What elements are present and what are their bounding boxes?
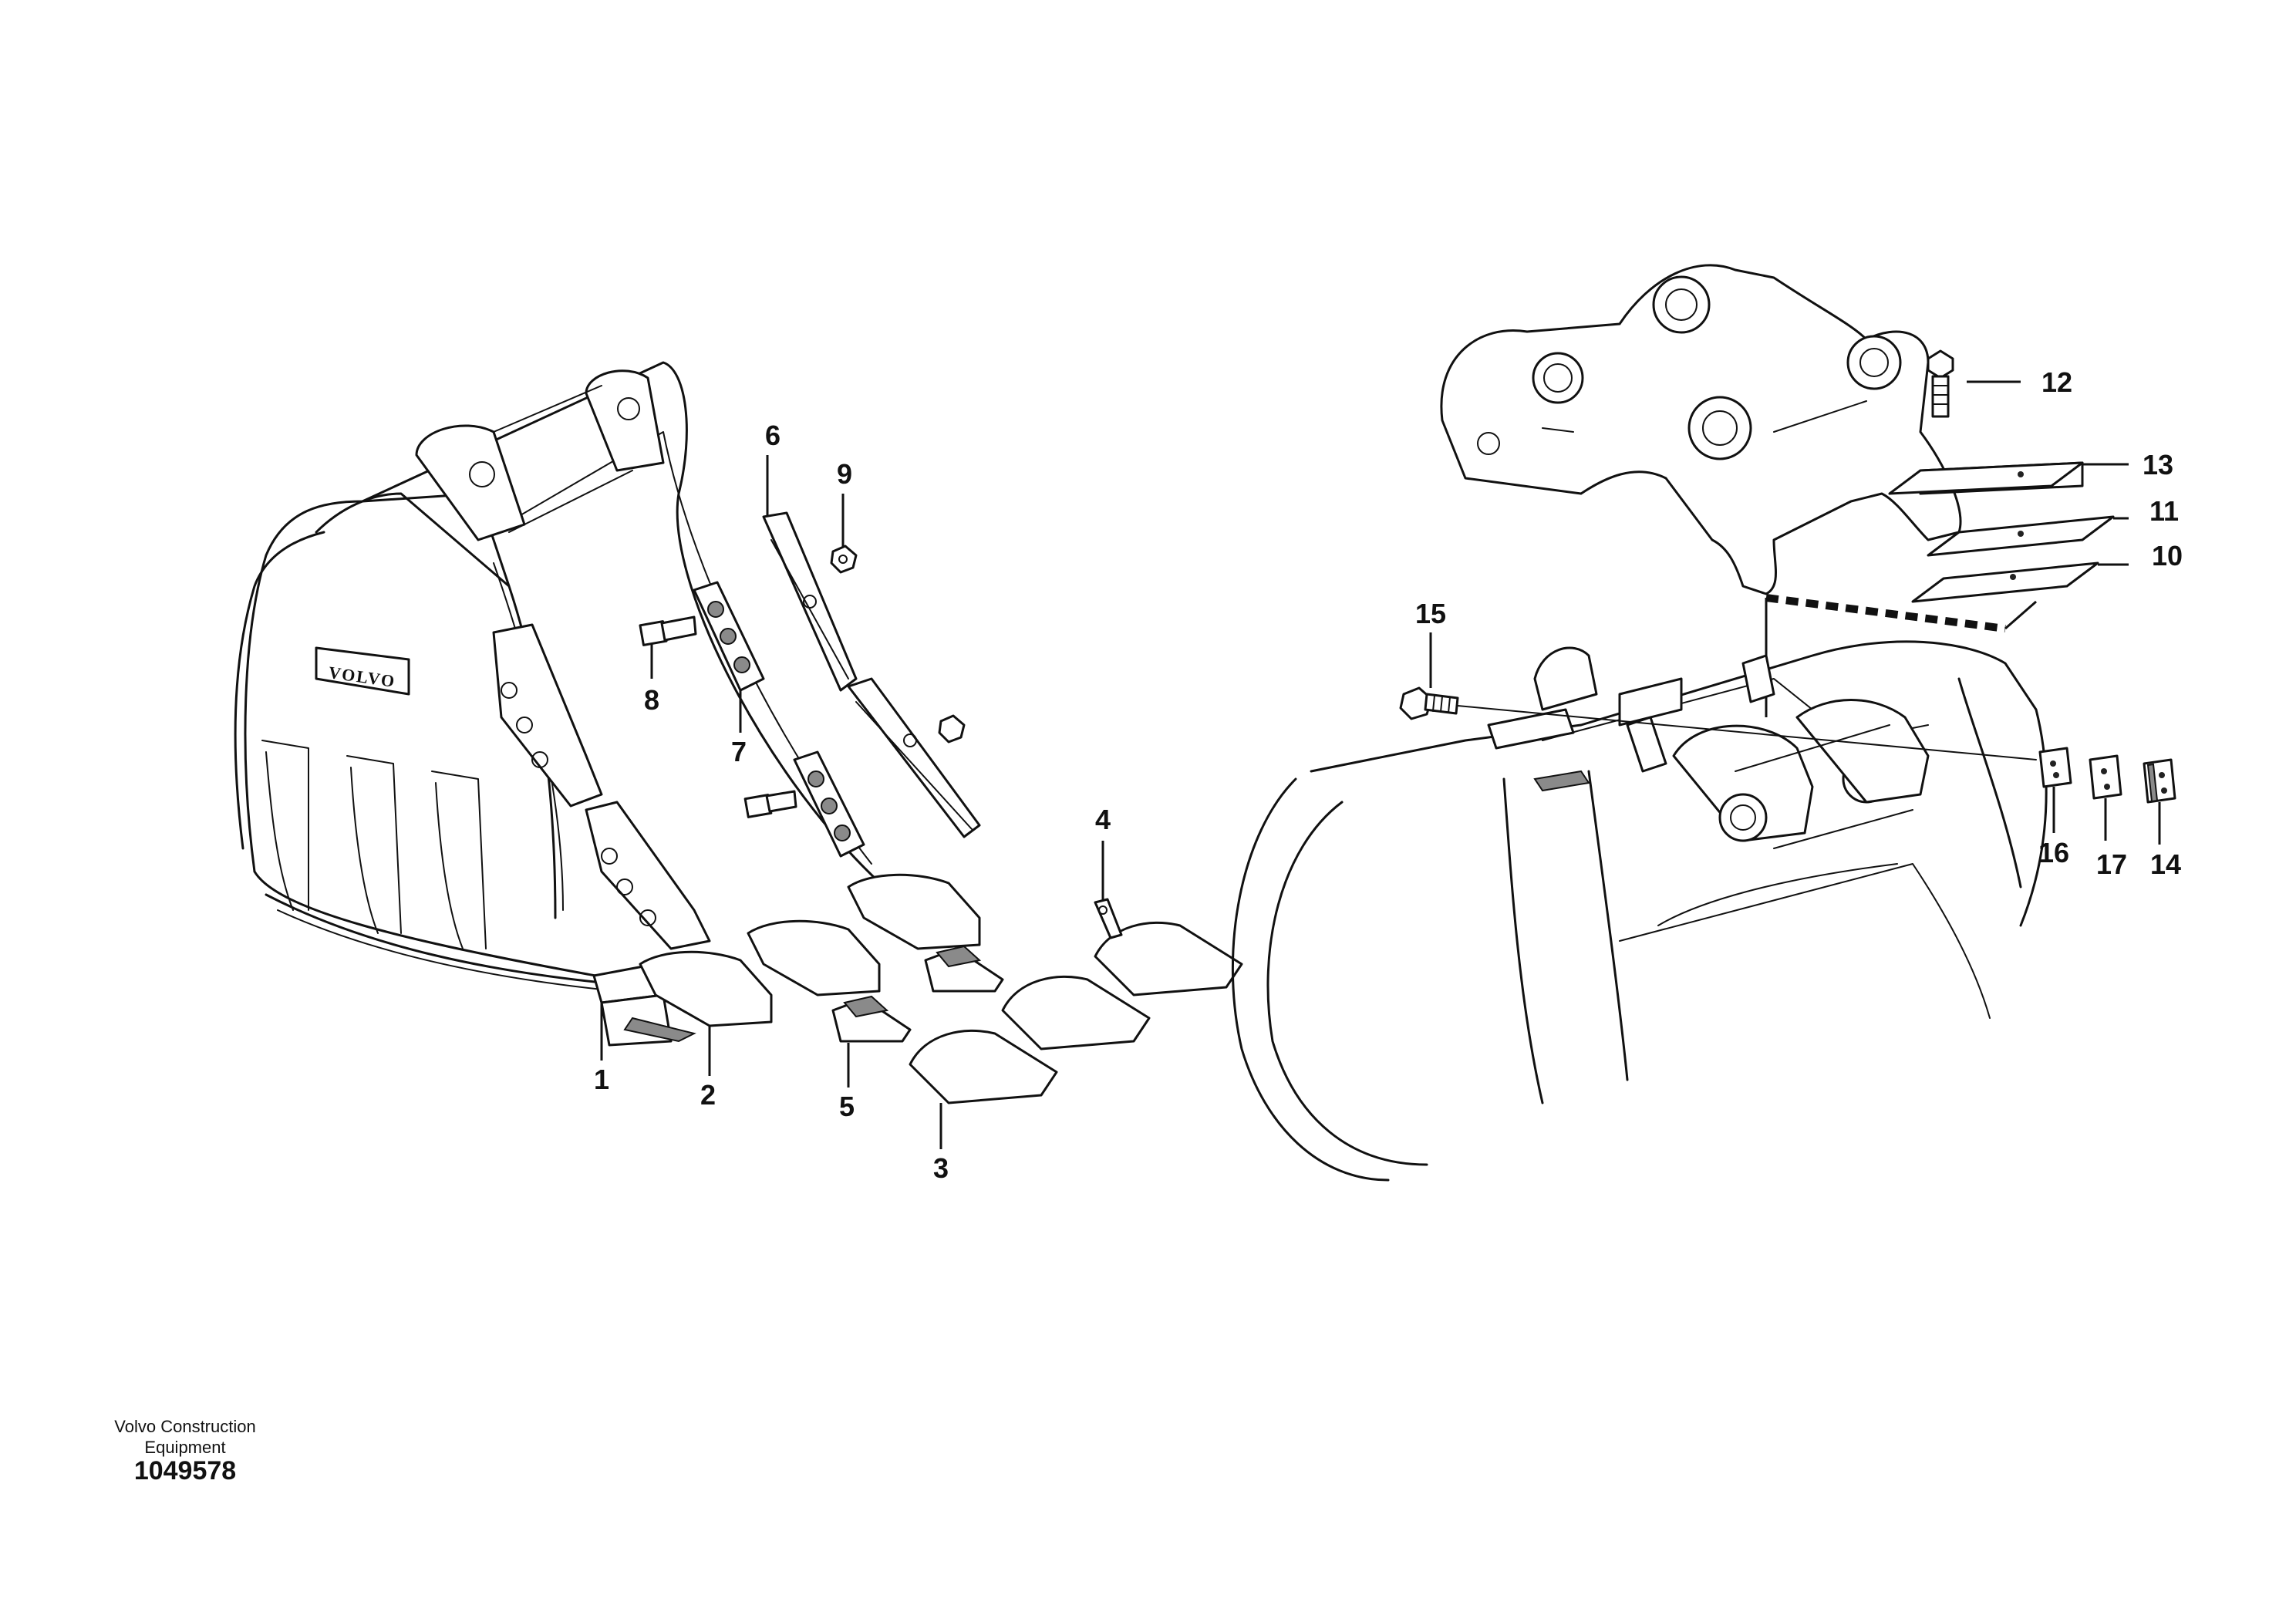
callout-17: 17 [2096,848,2127,880]
callout-7: 7 [731,736,747,767]
plate-16 [2038,747,2072,788]
side-cutter-left-lower [585,801,711,950]
callout-14: 14 [2150,848,2181,880]
leader-lines [600,380,2161,1149]
callout-1: 1 [594,1064,609,1095]
bolt-15-axis [1457,705,2037,760]
bolt-8 [639,615,797,818]
company-name: Volvo Construction Equipment [114,1417,256,1457]
side-cutter-left-upper [492,623,603,808]
callout-2: 2 [700,1079,716,1111]
callout-11: 11 [2149,495,2179,527]
pin-4 [1094,898,1123,939]
callout-6: 6 [765,420,781,451]
callout-10: 10 [2152,540,2183,572]
callout-3: 3 [933,1152,949,1184]
callout-16: 16 [2038,837,2069,868]
bolt-12 [1927,349,1954,418]
callout-9: 9 [837,458,852,490]
adapter-5 [831,945,1004,1043]
right-bucket [1231,640,2048,1182]
plate-14 [2143,758,2176,804]
callout-8: 8 [644,684,659,716]
nut-9b [938,714,966,744]
callout-5: 5 [839,1091,855,1122]
side-cutter-right [762,511,981,838]
bolt-15 [1399,686,1459,720]
figure-number: 1049578 [133,1456,237,1485]
callout-15: 15 [1415,598,1446,629]
plate-17 [2089,754,2122,800]
wear-strip-7 [693,581,865,858]
teeth-3 [909,921,1243,1104]
callout-13: 13 [2143,449,2173,481]
callout-numbers: 1 2 3 4 5 6 7 8 9 10 11 12 13 14 15 16 1… [594,366,2183,1184]
callout-4: 4 [1095,804,1111,835]
quick-coupler-bracket [1440,264,1962,595]
nut-9 [830,545,858,574]
callout-12: 12 [2041,366,2072,398]
shim-plates [1888,461,2115,603]
left-bucket: VOLVO [234,361,942,992]
adapters-on-lip [592,873,981,1047]
